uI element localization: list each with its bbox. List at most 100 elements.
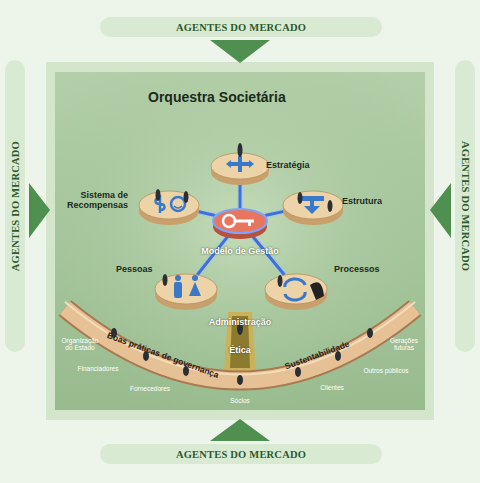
- arrow-triangle: [210, 40, 270, 63]
- arrow-triangle: [210, 419, 270, 441]
- scene-glow: [55, 72, 425, 410]
- connector-line: [265, 211, 285, 215]
- disc-top: [139, 191, 199, 219]
- scene-panel: [55, 72, 425, 410]
- market-band: AGENTES DO MERCADO: [100, 444, 382, 464]
- figure: [335, 351, 341, 361]
- cycle-arc: [285, 279, 305, 287]
- arc-edge: [65, 308, 415, 381]
- connector: [265, 211, 285, 215]
- figure: [278, 275, 283, 287]
- smiley-face: [171, 197, 185, 211]
- disc-top: [155, 274, 217, 304]
- pillar-label: Sistema de Recompensas: [64, 190, 128, 210]
- pillar-label: Processos: [334, 264, 394, 274]
- connector-line: [197, 211, 215, 215]
- market-band: AGENTES DO MERCADO: [455, 60, 475, 352]
- disc-top: [265, 274, 327, 304]
- key-tooth: [248, 222, 251, 226]
- arc-shape: [55, 300, 425, 410]
- stakeholder-label: Sócios: [230, 397, 250, 404]
- arrow-head: [249, 160, 254, 168]
- figure: [143, 351, 149, 361]
- pillar-disc: Pessoas: [154, 273, 218, 311]
- structure-chart-icon: [300, 196, 324, 214]
- diagram-title: Orquestra Societária: [148, 89, 286, 105]
- market-band: AGENTES DO MERCADO: [100, 17, 382, 37]
- person-head: [175, 275, 181, 281]
- smiley-mouth: [174, 206, 182, 208]
- band-label: AGENTES DO MERCADO: [10, 141, 21, 271]
- key-shaft: [234, 220, 254, 223]
- arrow-bar: [238, 156, 242, 172]
- disc-top: [283, 191, 343, 219]
- pillar-disc: Estratégia: [210, 152, 270, 186]
- stakeholder-label: Financiadores: [78, 365, 119, 372]
- chart-bar: [310, 200, 314, 206]
- person-body: [174, 282, 182, 298]
- figure: [328, 200, 333, 212]
- strategy-arrows-icon: [226, 156, 254, 172]
- arrow-head: [226, 160, 231, 168]
- person-head: [192, 275, 198, 281]
- figure: [237, 375, 243, 385]
- band-label: AGENTES DO MERCADO: [460, 141, 471, 271]
- disc-shape: [138, 190, 200, 226]
- figure: [367, 328, 373, 338]
- band-label: AGENTES DO MERCADO: [176, 22, 306, 33]
- pillar-label: Pessoas: [116, 264, 166, 274]
- band-label: AGENTES DO MERCADO: [176, 449, 306, 460]
- figure: [163, 274, 168, 286]
- figure: [156, 189, 161, 201]
- scene-frame: [46, 62, 434, 420]
- disc-shape: [210, 152, 270, 186]
- chart-head: [304, 206, 320, 214]
- stakeholder-label: Fornecedores: [130, 385, 170, 392]
- money-symbol: [156, 195, 165, 213]
- connector-glow: [265, 211, 285, 215]
- stakeholder-label: Clientes: [320, 384, 343, 391]
- disc-shape: [282, 190, 344, 226]
- disc-top: [211, 153, 269, 179]
- stakeholder-label: Organização do Estado: [58, 337, 102, 351]
- hub-shape: [212, 208, 268, 240]
- center-label: Administração: [209, 317, 272, 327]
- pillar-disc: Processos: [264, 273, 328, 311]
- process-cycle-icon: [285, 279, 324, 300]
- chart-bar: [300, 196, 324, 201]
- hub-circle: Modelo de Gestão: [212, 208, 268, 240]
- disc-top: [213, 209, 267, 233]
- cycle-arc: [285, 292, 305, 300]
- person-body: [189, 282, 201, 296]
- rewards-icon: [156, 195, 186, 213]
- figure: [183, 366, 189, 376]
- pillar-label: Estratégia: [266, 160, 326, 170]
- arc-band: [65, 308, 415, 381]
- figure: [238, 143, 243, 157]
- arrow-triangle: [29, 183, 50, 238]
- pillar-disc: Estrutura: [282, 190, 344, 226]
- center-label: Ética: [229, 345, 251, 355]
- people-figures: [111, 143, 373, 385]
- figure: [295, 367, 301, 377]
- pillar-label: Estrutura: [342, 196, 402, 206]
- pillar-disc: Sistema de Recompensas: [138, 190, 200, 226]
- people-icon: [174, 275, 201, 298]
- stage-arc: Boas práticas de governançaSustentabilid…: [55, 300, 425, 410]
- figure: [298, 192, 303, 204]
- key-ring: [223, 215, 235, 227]
- arrow-bar: [229, 162, 251, 166]
- disc-shape: [264, 273, 328, 311]
- piano-shape: [310, 282, 324, 300]
- key-icon: [223, 215, 254, 227]
- disc-shape: [154, 273, 218, 311]
- connector-glow: [197, 211, 215, 215]
- arrow-triangle: [430, 183, 451, 238]
- figure: [111, 328, 117, 338]
- stakeholder-label: Outros públicos: [363, 367, 408, 374]
